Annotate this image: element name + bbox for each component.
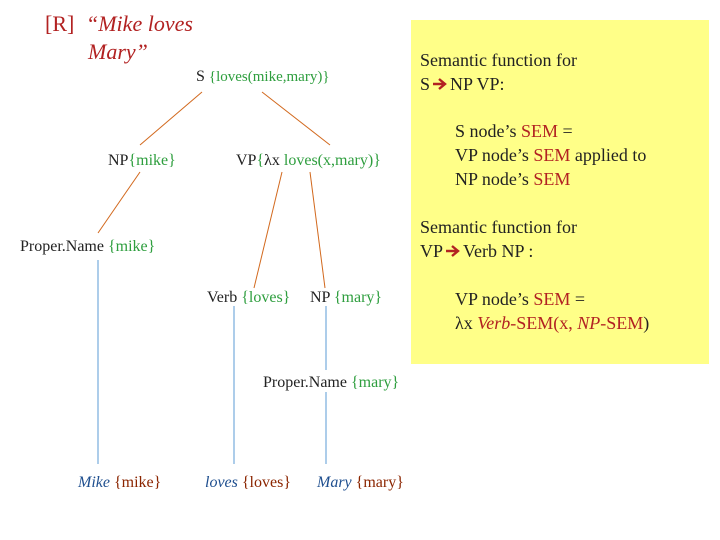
node-propername-right: Proper.Name {mary} [263,374,399,392]
rule1-production: S NP VP: [420,74,505,94]
node-s-sem: {loves(mike,mary)} [208,69,330,85]
leaf-loves: loves {loves} [205,474,291,492]
edge-np-propername [97,171,141,234]
rule1-lhs: S [420,74,431,94]
lambda-symbol: λx [455,313,473,333]
node-np-right: NP {mary} [310,289,382,307]
leaf-mike: Mike {mike} [78,474,161,492]
edge-s-vp [261,91,331,146]
node-propername-right-sem: {mary} [350,374,400,391]
arrow-right-icon [446,245,460,257]
node-vp-sem: {λx loves(x,mary)} [256,152,381,169]
node-np-label: NP [108,152,129,169]
node-verb: Verb {loves} [207,289,290,307]
node-vp-label: VP [236,152,257,169]
node-verb-sem: {loves} [241,289,291,306]
rule2-production: VP Verb NP : [420,241,533,261]
sem-keyword: SEM [533,289,571,309]
explain2-line1: VP node’s SEM = [455,289,586,309]
node-propername-left-sem: {mike} [107,238,156,255]
leaf-mike-word: Mike [78,474,110,491]
node-verb-label: Verb [207,289,238,306]
node-np-right-label: NP [310,289,330,306]
leaf-mary-sem: {mary} [355,474,404,491]
node-propername-left: Proper.Name {mike} [20,238,155,256]
node-propername-right-label: Proper.Name [263,374,347,391]
rule1-heading: Semantic function for [420,50,577,70]
leaf-mike-sem: {mike} [113,474,162,491]
leaf-mary: Mary {mary} [317,474,404,492]
rule2-rhs: Verb NP : [463,241,534,261]
node-np-right-sem: {mary} [333,289,383,306]
np-term: NP [577,313,601,333]
rule2-heading: Semantic function for [420,217,577,237]
node-s-label: S [196,68,205,85]
explain1-line2: VP node’s SEM applied to [455,145,647,165]
sem-keyword: SEM [533,169,571,189]
node-np: NP{mike} [108,152,176,170]
verb-term: Verb [477,313,511,333]
explain1-line1: S node’s SEM = [455,121,573,141]
semantic-rules-panel [411,20,709,364]
arrow-right-icon [433,78,447,90]
leaf-loves-sem: {loves} [241,474,292,491]
sem-keyword: SEM [521,121,559,141]
sem-keyword: SEM [533,145,571,165]
edge-vp-np [309,171,326,289]
leaf-loves-word: loves [205,474,238,491]
node-vp: VP{λx loves(x,mary)} [236,152,381,170]
sentence-title-line1: “Mike loves [86,11,193,36]
node-s: S {loves(mike,mary)} [196,68,330,86]
edge-vp-verb [253,171,283,289]
leaf-mary-word: Mary [317,474,352,491]
node-propername-left-label: Proper.Name [20,238,104,255]
explain2-line2: λx Verb-SEM(x, NP-SEM) [455,313,650,333]
node-vp-lambda: λx [264,152,280,169]
rule2-lhs: VP [420,241,444,261]
explain1-line3: NP node’s SEM [455,169,571,189]
sentence-title-line2: Mary” [88,39,148,64]
node-np-sem: {mike} [128,152,176,169]
edge-s-np [139,91,203,146]
slide-tag: [R] [45,11,75,36]
rule1-rhs: NP VP: [450,74,505,94]
